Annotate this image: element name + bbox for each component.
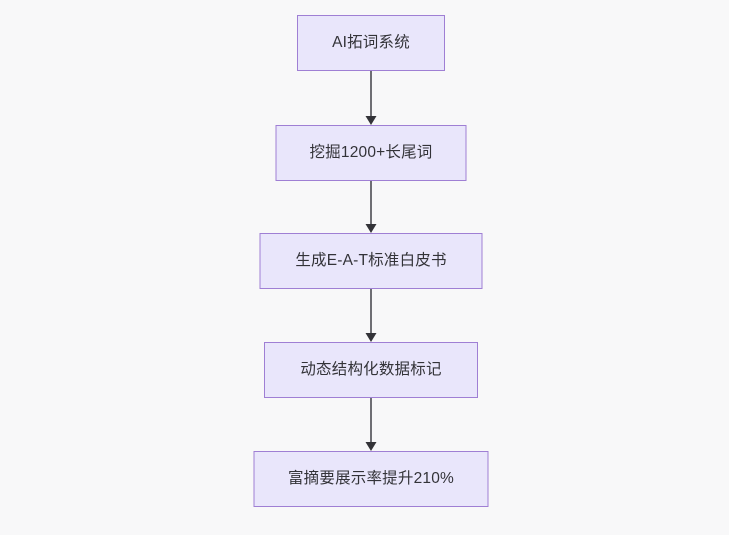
flow-node-label: 富摘要展示率提升210% bbox=[287, 469, 455, 487]
flow-node-label: 生成E-A-T标准白皮书 bbox=[295, 251, 447, 269]
flow-node-mine-longtail-keywords[interactable]: 挖掘1200+长尾词 bbox=[275, 125, 467, 181]
flow-node-ai-keyword-system[interactable]: AI拓词系统 bbox=[297, 15, 445, 71]
flow-node-label: 挖掘1200+长尾词 bbox=[309, 143, 433, 161]
flow-edge-3-to-4 bbox=[365, 289, 377, 342]
arrowhead-icon bbox=[365, 116, 377, 125]
flow-node-generate-eat-whitepaper[interactable]: 生成E-A-T标准白皮书 bbox=[259, 233, 483, 289]
flow-edge-4-to-5 bbox=[365, 398, 377, 451]
flow-node-rich-snippet-impression-lift[interactable]: 富摘要展示率提升210% bbox=[253, 451, 489, 507]
flow-node-label: AI拓词系统 bbox=[332, 33, 410, 51]
flow-edge-1-to-2 bbox=[365, 71, 377, 125]
arrowhead-icon bbox=[365, 224, 377, 233]
flow-node-label: 动态结构化数据标记 bbox=[300, 360, 442, 378]
arrowhead-icon bbox=[365, 442, 377, 451]
arrowhead-icon bbox=[365, 333, 377, 342]
flow-node-dynamic-structured-data-markup[interactable]: 动态结构化数据标记 bbox=[264, 342, 478, 398]
flow-edge-2-to-3 bbox=[365, 181, 377, 233]
